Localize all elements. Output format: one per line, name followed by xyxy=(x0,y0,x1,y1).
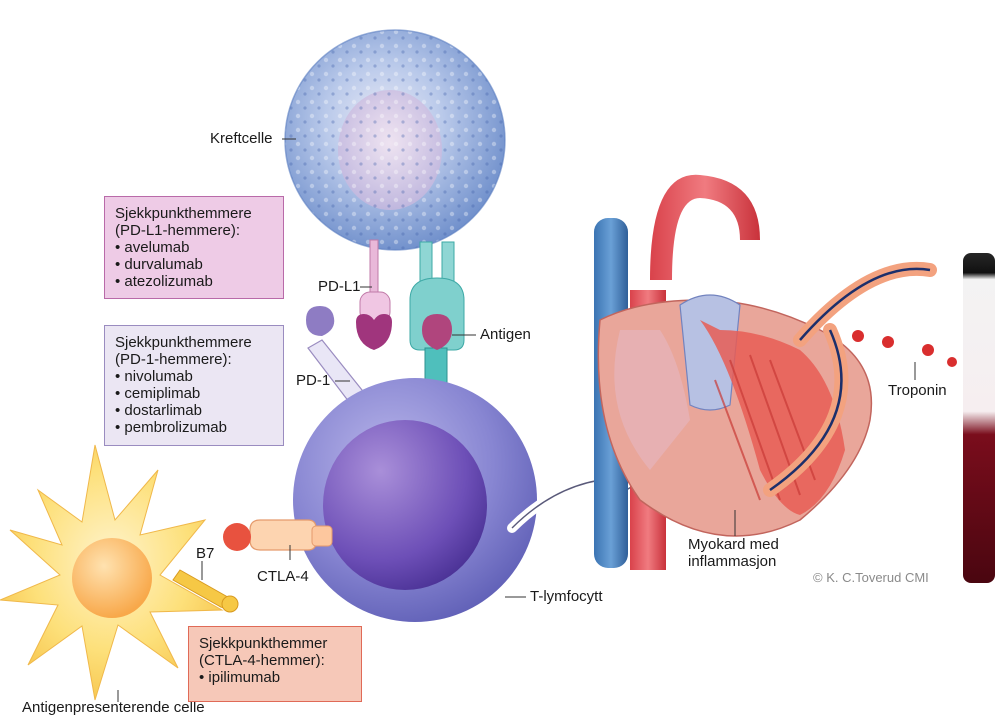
label-kreftcelle: Kreftcelle xyxy=(210,130,273,148)
label-myokard-line1: Myokard med xyxy=(688,536,779,554)
box-title-line2: (CTLA-4-hemmer): xyxy=(199,652,351,669)
drug-list: nivolumab cemiplimab dostarlimab pembrol… xyxy=(115,368,273,436)
pd-1-inhibitors-box: Sjekkpunkthemmere (PD-1-hemmere): nivolu… xyxy=(104,325,284,446)
label-antigen: Antigen xyxy=(480,326,531,344)
copyright: © K. C.Toverud CMI xyxy=(813,570,929,585)
drug-item: atezolizumab xyxy=(115,273,273,290)
label-b7: B7 xyxy=(196,545,214,563)
label-pd-l1: PD-L1 xyxy=(318,278,361,296)
label-t-lymfocytt: T-lymfocytt xyxy=(530,588,603,606)
box-title-line1: Sjekkpunkthemmere xyxy=(115,334,273,351)
ctla-4-inhibitors-box: Sjekkpunkthemmer (CTLA-4-hemmer): ipilim… xyxy=(188,626,362,702)
box-title-line2: (PD-L1-hemmere): xyxy=(115,222,273,239)
drug-item: nivolumab xyxy=(115,368,273,385)
drug-item: dostarlimab xyxy=(115,402,273,419)
drug-item: durvalumab xyxy=(115,256,273,273)
cancer-cell xyxy=(285,30,505,250)
label-pd-1: PD-1 xyxy=(296,372,330,390)
box-title-line1: Sjekkpunkthemmere xyxy=(115,205,273,222)
drug-item: avelumab xyxy=(115,239,273,256)
label-myokard-line2: inflammasjon xyxy=(688,553,776,571)
drug-list: avelumab durvalumab atezolizumab xyxy=(115,239,273,290)
pd-l1-inhibitors-box: Sjekkpunkthemmere (PD-L1-hemmere): avelu… xyxy=(104,196,284,299)
blood-sample-tube xyxy=(963,253,995,583)
heart xyxy=(594,175,930,570)
label-troponin: Troponin xyxy=(888,382,947,400)
ctla-4-receptor xyxy=(223,520,332,551)
label-antigenpresenterende-celle: Antigenpresenterende celle xyxy=(22,699,205,717)
drug-item: pembrolizumab xyxy=(115,419,273,436)
box-title-line2: (PD-1-hemmere): xyxy=(115,351,273,368)
pd-l1-receptor xyxy=(360,240,390,322)
drug-item: cemiplimab xyxy=(115,385,273,402)
box-title-line1: Sjekkpunkthemmer xyxy=(199,635,351,652)
drug-item: ipilimumab xyxy=(199,669,351,686)
troponin-molecules xyxy=(852,330,957,367)
label-ctla-4: CTLA-4 xyxy=(257,568,309,586)
t-lymphocyte xyxy=(293,378,537,622)
drug-list: ipilimumab xyxy=(199,669,351,686)
